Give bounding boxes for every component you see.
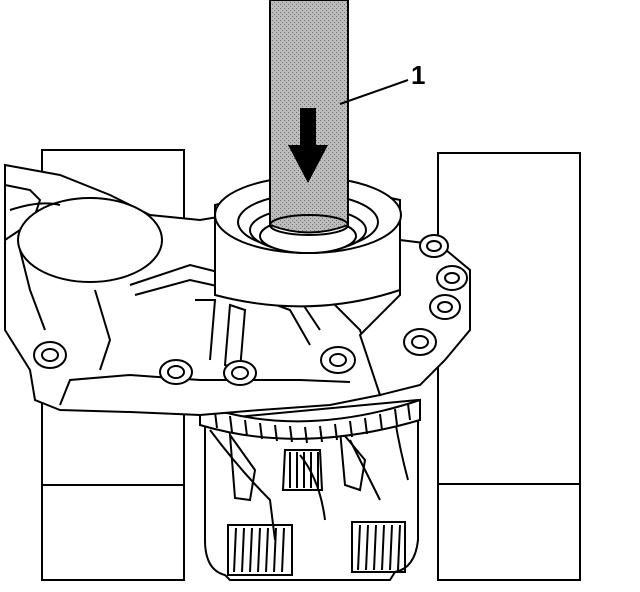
side-gear-teeth-right bbox=[351, 521, 406, 573]
callout-1: 1 bbox=[339, 60, 425, 105]
housing-cover bbox=[9, 197, 163, 283]
flange-bolt-bosses bbox=[33, 341, 356, 386]
pinion-gear bbox=[281, 449, 324, 491]
side-gear-teeth-left bbox=[227, 524, 293, 576]
callout-1-label: 1 bbox=[411, 60, 425, 90]
ring-gear bbox=[199, 398, 421, 444]
differential-case bbox=[204, 398, 419, 581]
housing-bolt-bosses bbox=[403, 234, 468, 356]
right-support-block bbox=[437, 152, 581, 581]
down-arrow-icon bbox=[288, 108, 328, 183]
